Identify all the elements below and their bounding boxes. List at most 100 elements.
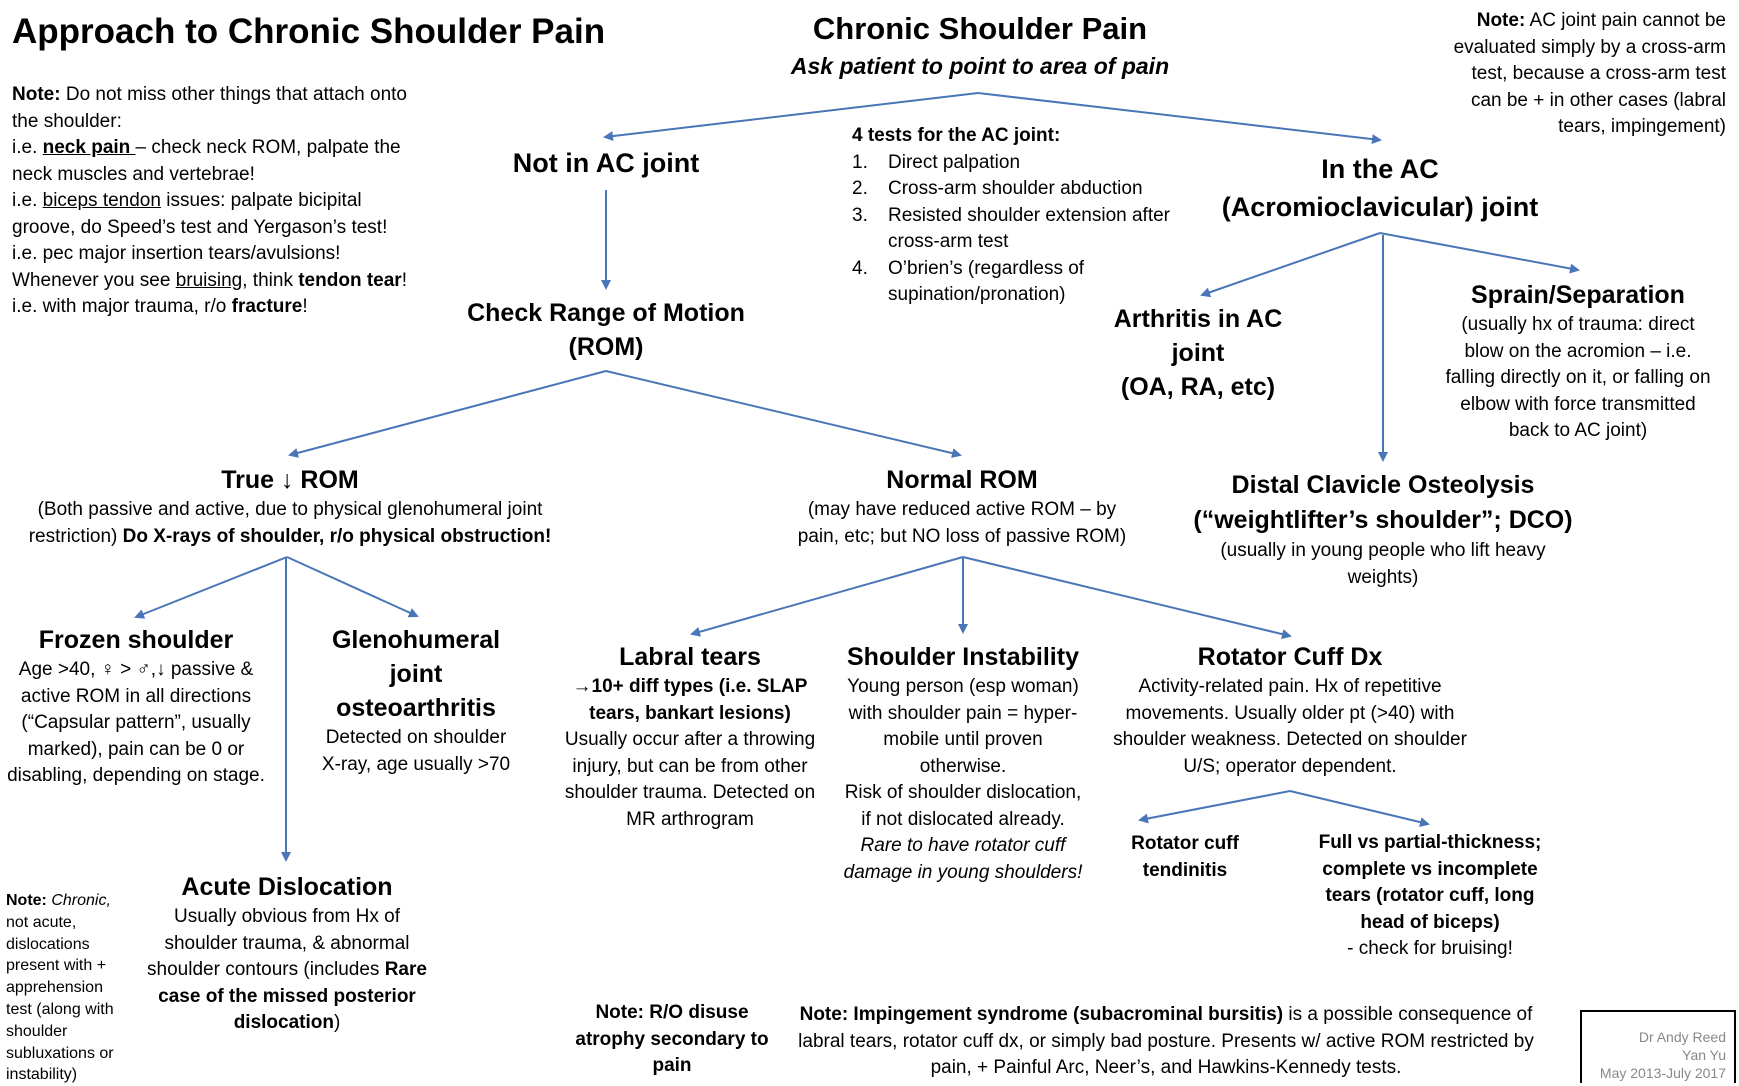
true-rom-post: ROM <box>293 466 359 494</box>
check-rom-node: Check Range of Motion (ROM) <box>440 296 772 364</box>
arrow-true-rom-to-gh-oa <box>286 556 419 618</box>
note-top-left: Note: Do not miss other things that atta… <box>12 82 422 321</box>
ac-test-text: Cross-arm shoulder abduction <box>888 178 1143 199</box>
acute-dislocation-text: Usually obvious from Hx of shoulder trau… <box>142 904 432 1037</box>
ac-test-num: 1. <box>852 151 868 173</box>
instability-italic: Rare to have rotator cuff damage in youn… <box>843 835 1083 883</box>
labral-text: Usually occur after a throwing injury, b… <box>564 729 816 830</box>
sprain-heading: Sprain/Separation <box>1471 281 1685 309</box>
note-right-label: Note: <box>1476 10 1526 31</box>
normal-rom-text: (may have reduced active ROM – by pain, … <box>797 499 1127 547</box>
arrow-normal-rom-to-rotator <box>962 556 1292 639</box>
arthritis-ac-sub: (OA, RA, etc) <box>1120 373 1276 401</box>
bruise-prefix: Whenever you see <box>12 269 176 291</box>
rc-tears-text: - check for bruising! <box>1347 938 1513 959</box>
check-rom-line1: Check Range of Motion <box>467 299 745 327</box>
acute-end: ) <box>333 1012 341 1033</box>
note-bl-italic: Chronic, <box>46 892 111 909</box>
note-text: Do not miss other things that attach ont… <box>12 84 407 132</box>
bruise-end: ! <box>401 269 407 291</box>
bruising-text: bruising <box>175 269 243 291</box>
instability-node: Shoulder Instability Young person (esp w… <box>838 640 1088 886</box>
arrow-normal-rom-to-labral <box>690 556 964 637</box>
tendon-tear-text: tendon tear <box>298 269 402 291</box>
biceps-rest: issues: palpate bicipital groove, do Spe… <box>12 190 388 238</box>
rotator-node: Rotator Cuff Dx Activity-related pain. H… <box>1108 640 1472 780</box>
arrow-root-to-not-ac <box>603 92 979 142</box>
arrow-true-rom-to-frozen <box>134 556 288 619</box>
labral-heading: Labral tears <box>619 643 761 671</box>
dco-line2: (“weightlifter’s shoulder”; DCO) <box>1193 506 1573 534</box>
true-rom-desc: (Both passive and active, due to physica… <box>28 499 543 547</box>
bruise-mid: , think <box>242 269 299 291</box>
in-ac-line2: (Acromioclavicular) joint <box>1221 192 1539 222</box>
ac-test-num: 3. <box>852 204 868 226</box>
fracture-text: fracture <box>231 296 303 317</box>
ac-test-text: Direct palpation <box>888 151 1021 173</box>
frozen-heading: Frozen shoulder <box>38 626 234 654</box>
ac-test-num: 4. <box>852 257 868 279</box>
note-label: Note: <box>12 84 61 105</box>
gh-oa-node: Glenohumeral joint osteoarthritis Detect… <box>318 623 514 778</box>
ac-test-item: 1. Direct palpation <box>852 150 1182 177</box>
credit-line2: Yan Yu <box>1682 1047 1726 1063</box>
page-title: Approach to Chronic Shoulder Pain <box>12 12 606 51</box>
impingement-text: is a possible consequence of labral tear… <box>798 1004 1534 1078</box>
note-top-right: Note: AC joint pain cannot be evaluated … <box>1440 8 1726 141</box>
trauma-prefix: i.e. with major trauma, r/o <box>12 296 232 317</box>
note-impingement: Note: Impingement syndrome (subacrominal… <box>796 1002 1536 1082</box>
impingement-label: Note: Impingement syndrome <box>799 1004 1068 1025</box>
gh-oa-heading: Glenohumeral joint osteoarthritis <box>331 626 501 722</box>
arrow-in-ac-to-sprain <box>1379 232 1580 274</box>
check-rom-line2: (ROM) <box>568 333 644 361</box>
in-ac-line1: In the AC <box>1321 154 1439 184</box>
instability-text2: Risk of shoulder dislocation, if not dis… <box>844 782 1082 830</box>
ac-test-item: 4. O’brien’s (regardless of supination/pr… <box>852 256 1182 309</box>
arthritis-ac-heading: Arthritis in AC joint <box>1113 305 1283 367</box>
arrow-in-ac-to-arthritis <box>1200 232 1381 298</box>
arrow-rom-to-normal-rom <box>605 370 962 459</box>
in-ac-node: In the AC (Acromioclavicular) joint <box>1180 150 1580 226</box>
arrow-rotator-to-tears <box>1289 790 1430 828</box>
frozen-node: Frozen shoulder Age >40, ♀ > ♂,↓ passive… <box>6 623 266 790</box>
rotator-text: Activity-related pain. Hx of repetitive … <box>1113 676 1467 777</box>
neck-prefix: i.e. <box>12 137 43 158</box>
normal-rom-heading: Normal ROM <box>886 466 1038 494</box>
ac-test-item: 3.Resisted shoulder extension after cros… <box>852 203 1182 256</box>
arrow-rotator-to-tendinitis <box>1138 790 1291 824</box>
normal-rom-node: Normal ROM (may have reduced active ROM … <box>790 463 1134 550</box>
arrow-root-to-in-ac <box>977 92 1382 145</box>
true-rom-pre: True <box>221 466 281 494</box>
neck-rest: – check neck ROM, palpate the neck muscl… <box>12 137 401 185</box>
root-subheading: Ask patient to point to area of pain <box>790 53 1170 79</box>
instability-text1: Young person (esp woman) with shoulder p… <box>847 676 1079 777</box>
acute-text: Usually obvious from Hx of shoulder trau… <box>147 906 410 980</box>
acute-bold: Rare case of the missed posterior disloc… <box>158 959 427 1033</box>
dco-text: (usually in young people who lift heavy … <box>1220 540 1546 588</box>
dco-node: Distal Clavicle Osteolysis (“weightlifte… <box>1175 468 1591 591</box>
rc-tears-bold: Full vs partial-thickness; complete vs i… <box>1318 832 1542 933</box>
arrow-rom-to-true-rom <box>288 370 607 458</box>
down-arrow-icon: ↓ <box>280 466 294 494</box>
true-rom-node: True ↓ ROM (Both passive and active, due… <box>10 463 570 550</box>
gh-oa-text: Detected on shoulder X-ray, age usually … <box>321 727 511 775</box>
biceps-prefix: i.e. <box>12 190 43 211</box>
frozen-text: Age >40, ♀ > ♂,↓ passive & active ROM in… <box>7 659 265 786</box>
note-disuse: Note: R/O disuse atrophy secondary to pa… <box>575 1002 769 1076</box>
credit-line3: May 2013-July 2017 <box>1599 1065 1726 1081</box>
credit-line1: Dr Andy Reed <box>1638 1029 1726 1045</box>
labral-bold: →10+ diff types (i.e. SLAP tears, bankar… <box>572 676 808 724</box>
ac-test-text: O’brien’s (regardless of supination/pron… <box>888 257 1085 306</box>
credit-box: Dr Andy Reed Yan Yu May 2013-July 2017 <box>1580 1010 1736 1083</box>
rc-tears-node: Full vs partial-thickness; complete vs i… <box>1308 830 1552 963</box>
true-rom-text: (Both passive and active, due to physica… <box>10 497 570 550</box>
dco-line1: Distal Clavicle Osteolysis <box>1231 471 1535 499</box>
trauma-end: ! <box>302 296 308 317</box>
sprain-node: Sprain/Separation (usually hx of trauma:… <box>1440 278 1716 445</box>
biceps-tendon-text: biceps tendon <box>42 190 161 211</box>
root-node: Chronic Shoulder Pain Ask patient to poi… <box>730 8 1230 82</box>
not-ac-node: Not in AC joint <box>512 148 700 178</box>
root-heading: Chronic Shoulder Pain <box>812 11 1148 46</box>
note-bottom-left: Note: Chronic, not acute, dislocations p… <box>6 890 128 1086</box>
